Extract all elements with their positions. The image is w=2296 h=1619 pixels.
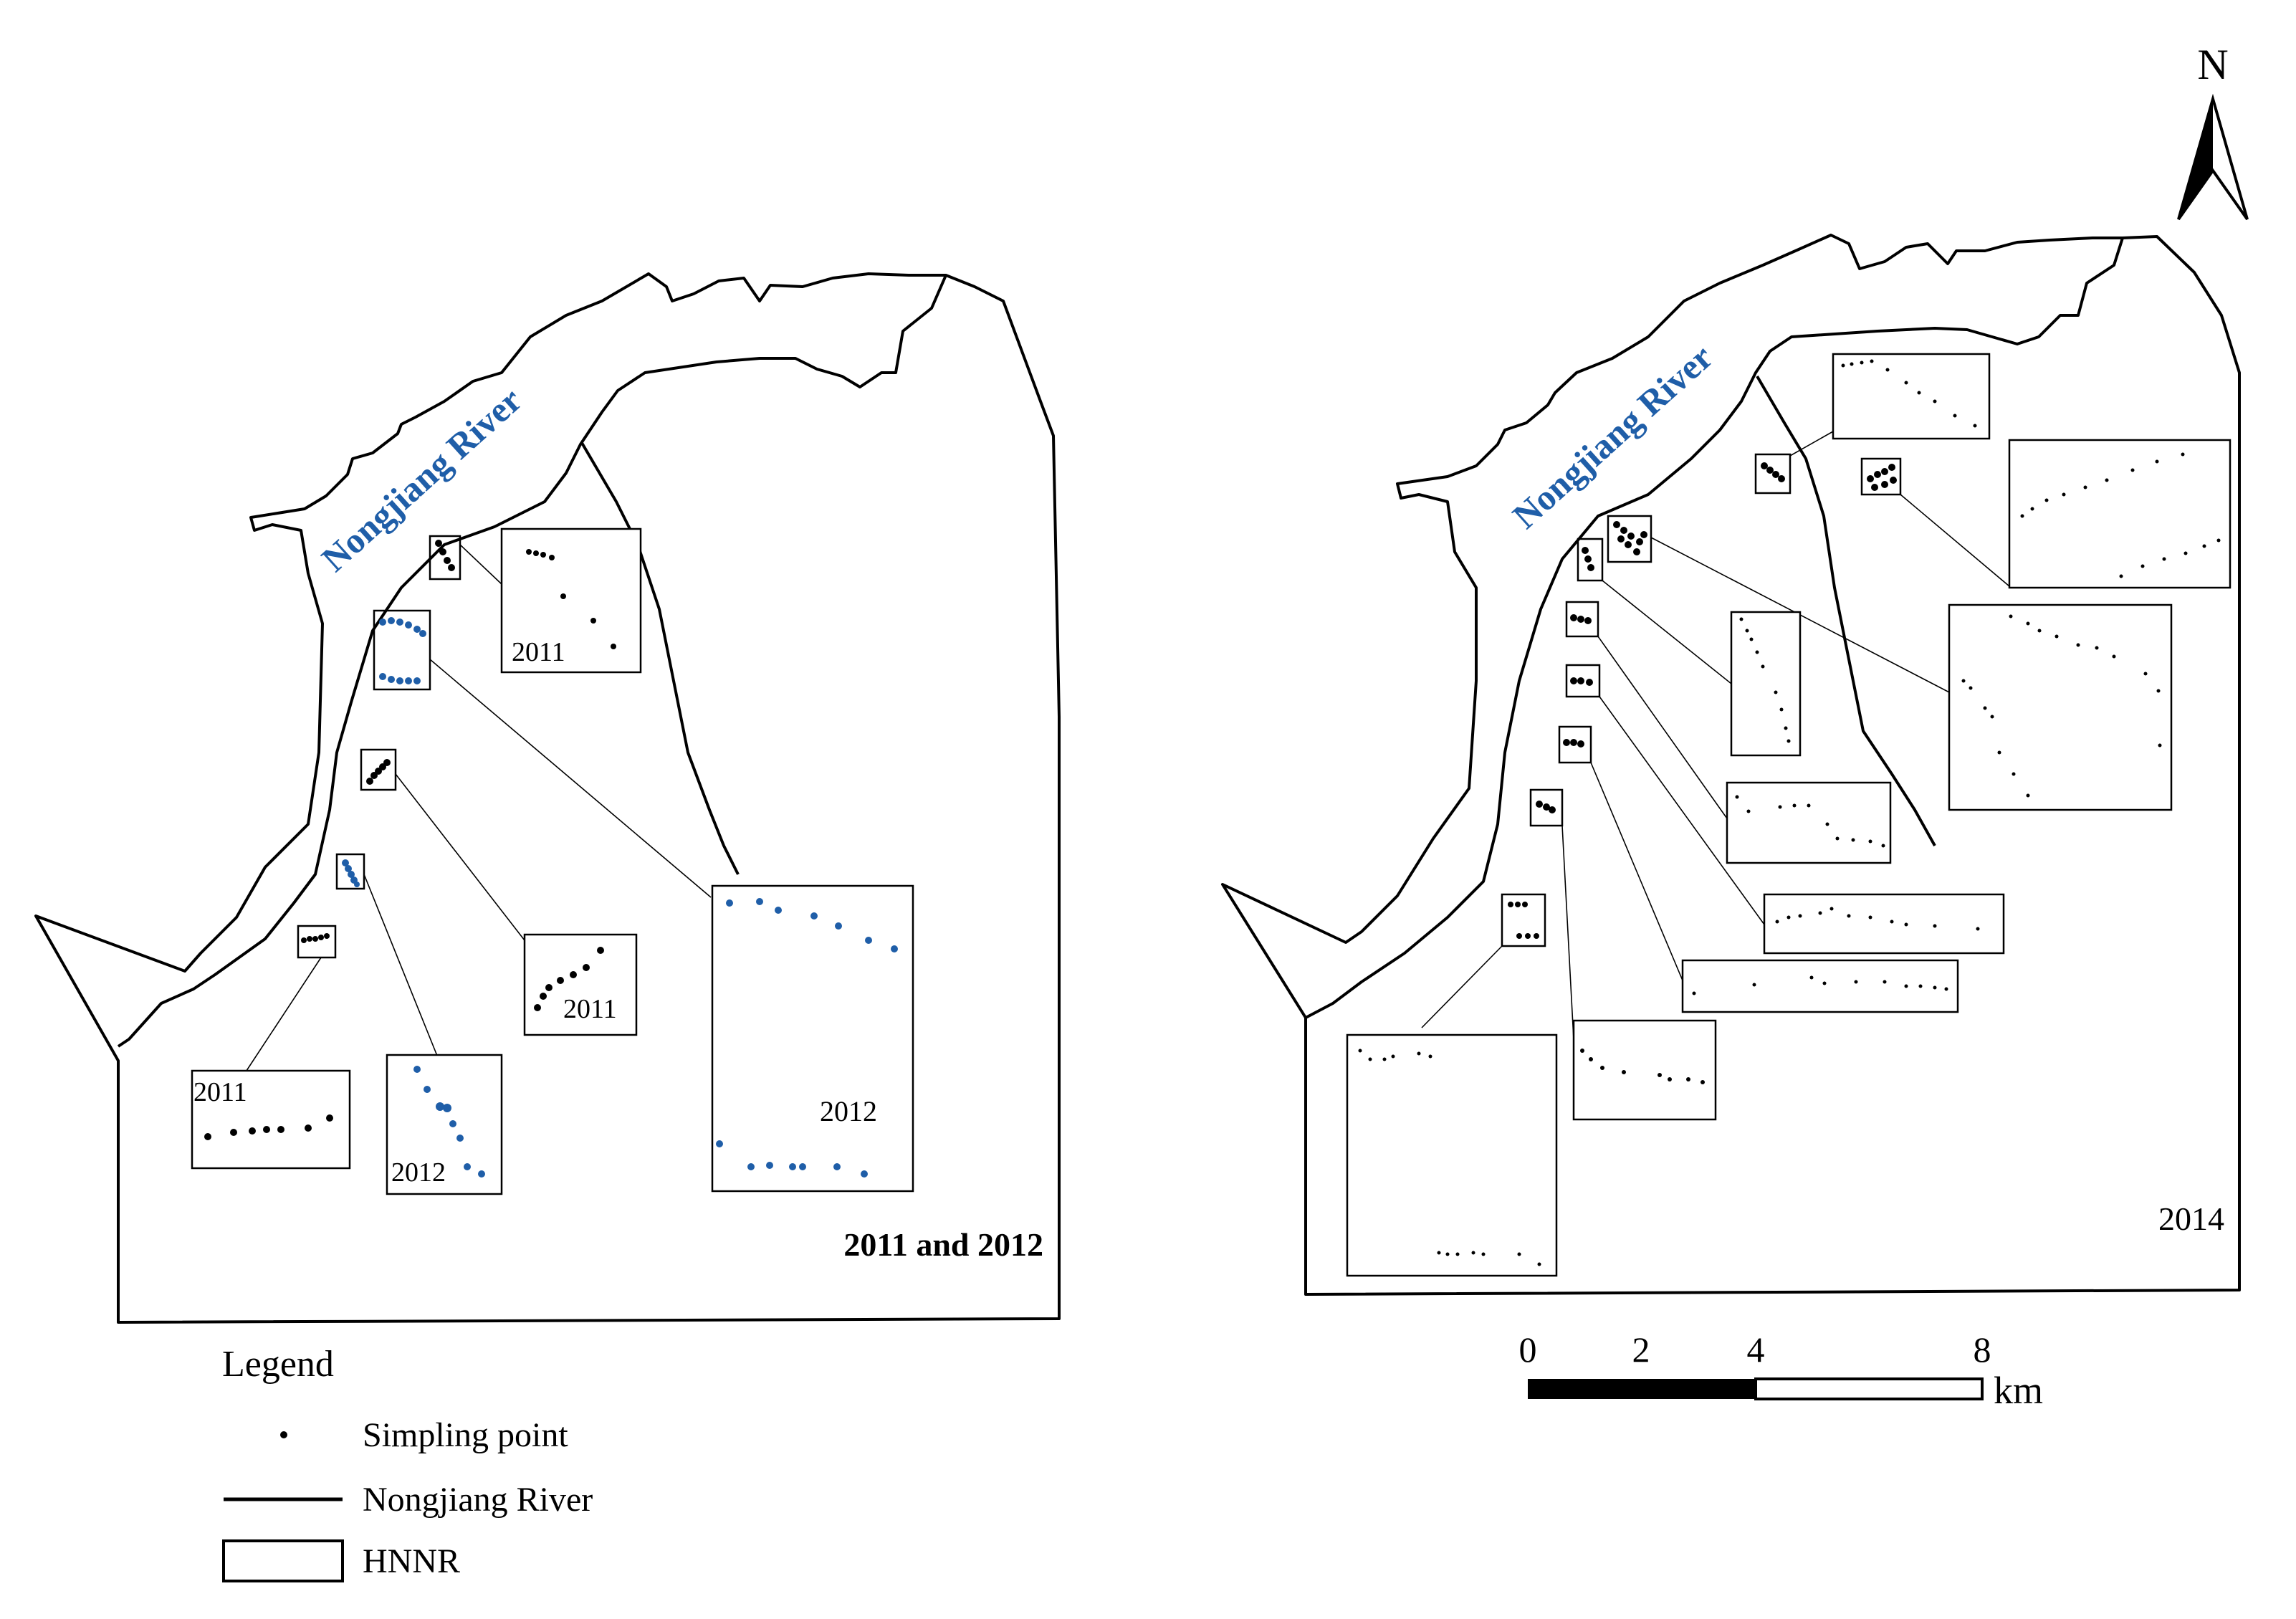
right-inset-c bbox=[1948, 603, 2173, 811]
left-inset-b-year: 2012 bbox=[820, 1095, 877, 1127]
legend-item-sampling-point: Simpling point bbox=[363, 1416, 568, 1454]
left-leader-3 bbox=[395, 773, 525, 941]
left-source-box-5 bbox=[297, 925, 337, 959]
left-inset-a-year: 2011 bbox=[512, 637, 565, 667]
right-source-box-9 bbox=[1501, 893, 1546, 947]
left-inset-c-year: 2011 bbox=[563, 994, 617, 1024]
right-inset-f bbox=[1763, 893, 2005, 955]
left-source-points-4 bbox=[342, 859, 360, 887]
right-inset-f-points bbox=[1775, 907, 1980, 931]
right-inset-d bbox=[1730, 611, 1802, 757]
right-reserve-boundary bbox=[1221, 234, 2241, 1296]
right-leader-9 bbox=[1421, 945, 1503, 1028]
left-panel-caption: 2011 and 2012 bbox=[843, 1226, 1043, 1263]
left-leader-1 bbox=[459, 544, 502, 585]
left-river-label: Nongjiang River bbox=[314, 380, 530, 580]
left-leader-5 bbox=[243, 957, 322, 1076]
right-inset-b-points bbox=[2020, 452, 2221, 578]
right-inset-h-points bbox=[1580, 1049, 1705, 1084]
right-leader-2 bbox=[1900, 494, 2010, 587]
scale-tick-4: 4 bbox=[1747, 1329, 1765, 1370]
right-inset-c-points bbox=[1961, 614, 2162, 798]
left-inset-b-points bbox=[716, 898, 898, 1178]
left-source-points-3 bbox=[366, 759, 391, 785]
right-inset-i bbox=[1346, 1033, 1558, 1277]
left-inset-c bbox=[523, 933, 638, 1036]
left-river-bank-north bbox=[117, 274, 947, 1048]
north-arrow: N bbox=[2177, 41, 2249, 221]
legend-title: Legend bbox=[222, 1344, 334, 1385]
right-inset-a-points bbox=[1841, 359, 1977, 428]
right-inset-g-points bbox=[1692, 975, 1948, 995]
right-inset-b bbox=[2008, 439, 2232, 589]
right-river-label: Nongjiang River bbox=[1505, 337, 1721, 537]
right-leader-7 bbox=[1590, 762, 1683, 981]
scale-bar-black-segment bbox=[1528, 1379, 1756, 1399]
right-map-panel: Nongjiang River bbox=[1221, 234, 2241, 1296]
legend-item-hnnr: HNNR bbox=[363, 1542, 460, 1580]
right-river-bank-north bbox=[1305, 237, 2124, 1019]
right-leader-1 bbox=[1789, 431, 1834, 457]
left-inset-a-points bbox=[526, 549, 616, 649]
right-source-box-3 bbox=[1607, 515, 1652, 563]
right-leader-6 bbox=[1599, 696, 1765, 925]
left-source-box-1 bbox=[429, 535, 461, 581]
left-inset-c-points bbox=[534, 947, 604, 1011]
left-inset-a bbox=[500, 527, 642, 674]
legend-boundary-box-icon bbox=[222, 1539, 344, 1582]
right-source-box-7 bbox=[1558, 725, 1592, 764]
right-leader-4 bbox=[1602, 580, 1732, 684]
left-inset-d-points bbox=[413, 1066, 485, 1178]
left-inset-d-year: 2012 bbox=[391, 1157, 446, 1188]
right-source-box-8 bbox=[1529, 788, 1564, 827]
right-panel-caption: 2014 bbox=[2158, 1200, 2224, 1237]
right-source-box-6 bbox=[1565, 664, 1601, 698]
left-source-points-5 bbox=[301, 933, 330, 943]
right-source-box-1 bbox=[1754, 453, 1792, 495]
left-reserve-boundary bbox=[34, 272, 1061, 1324]
left-leader-4 bbox=[363, 874, 439, 1060]
scale-unit: km bbox=[1994, 1369, 2043, 1412]
left-leader-2 bbox=[429, 659, 712, 898]
scale-tick-8: 8 bbox=[1974, 1329, 1991, 1370]
right-inset-e-points bbox=[1735, 795, 1885, 848]
left-inset-e-points bbox=[204, 1114, 333, 1140]
left-inset-e-year: 2011 bbox=[193, 1077, 247, 1107]
left-source-box-2 bbox=[373, 609, 431, 691]
left-source-points-1 bbox=[435, 540, 455, 571]
right-inset-i-points bbox=[1358, 1049, 1541, 1266]
right-source-points bbox=[1508, 462, 1897, 939]
left-source-box-3 bbox=[360, 748, 397, 791]
scale-bar: 0 2 4 8 km bbox=[1519, 1329, 2044, 1412]
right-inset-e bbox=[1726, 781, 1892, 864]
scale-bar-white-segment bbox=[1754, 1377, 1984, 1400]
left-source-points-2 bbox=[379, 617, 426, 684]
right-leader-3 bbox=[1650, 537, 1953, 694]
north-label: N bbox=[2197, 41, 2228, 88]
left-inset-e bbox=[191, 1069, 351, 1170]
legend-item-river: Nongjiang River bbox=[363, 1481, 593, 1519]
right-leader-5 bbox=[1597, 636, 1728, 819]
scale-tick-0: 0 bbox=[1519, 1329, 1537, 1370]
right-inset-g bbox=[1681, 959, 1959, 1013]
right-source-box-2 bbox=[1860, 457, 1902, 496]
right-source-box-4 bbox=[1577, 538, 1604, 582]
legend: Legend Simpling point Nongjiang River HN… bbox=[222, 1344, 593, 1582]
right-leader-8 bbox=[1561, 825, 1574, 1040]
right-inset-a bbox=[1832, 353, 1991, 440]
right-inset-d-points bbox=[1739, 617, 1791, 743]
left-source-box-4 bbox=[335, 853, 365, 890]
left-map-panel: Nongjiang River bbox=[34, 272, 1061, 1324]
left-inset-b bbox=[711, 884, 914, 1193]
right-inset-h bbox=[1572, 1019, 1717, 1121]
scale-tick-2: 2 bbox=[1632, 1329, 1650, 1370]
right-river-branch bbox=[1756, 375, 1936, 846]
legend-sampling-point-icon bbox=[280, 1431, 287, 1438]
right-source-box-5 bbox=[1565, 601, 1599, 638]
left-river-branch bbox=[580, 441, 740, 875]
